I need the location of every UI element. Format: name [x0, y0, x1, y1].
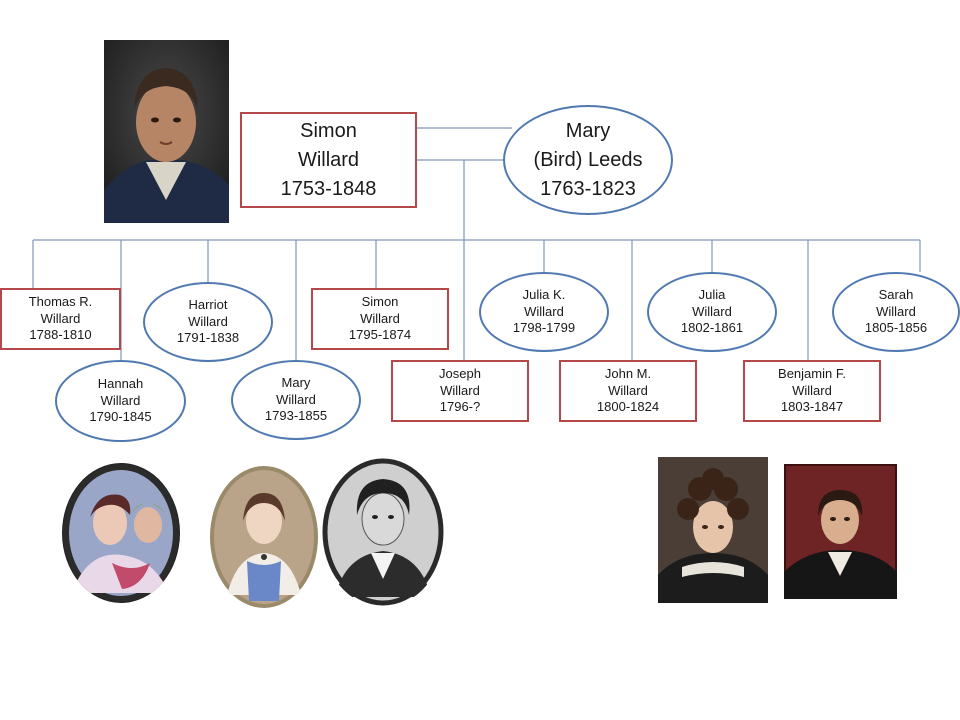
child-last-name: Willard	[692, 303, 732, 319]
child-sarah: Sarah Willard 1805-1856	[832, 272, 960, 352]
child-last-name: Willard	[440, 382, 480, 398]
father-node: Simon Willard 1753-1848	[240, 112, 417, 208]
child-john: John M. Willard 1800-1824	[559, 360, 697, 422]
child-first-name: Mary	[281, 374, 311, 390]
child-joseph: Joseph Willard 1796-?	[391, 360, 529, 422]
child-years: 1798-1799	[512, 320, 576, 336]
child-first-name: Joseph	[439, 365, 481, 381]
father-last-name: Willard	[297, 148, 360, 171]
portrait-oval-two-women	[62, 463, 180, 603]
child-last-name: Willard	[360, 310, 400, 326]
child-thomas: Thomas R. Willard 1788-1810	[0, 288, 121, 350]
mother-node: Mary (Bird) Leeds 1763-1823	[503, 105, 673, 215]
child-hannah: Hannah Willard 1790-1845	[55, 360, 186, 442]
mother-first-name: Mary	[565, 119, 611, 142]
child-last-name: Willard	[276, 391, 316, 407]
portrait-simon-willard	[104, 40, 229, 223]
child-last-name: Willard	[608, 382, 648, 398]
child-first-name: Julia K.	[522, 286, 566, 302]
child-last-name: Willard	[100, 392, 141, 408]
portrait-oval-man-engraving	[321, 457, 445, 607]
child-first-name: John M.	[604, 365, 652, 381]
child-benjamin: Benjamin F. Willard 1803-1847	[743, 360, 881, 422]
child-years: 1790-1845	[89, 409, 152, 425]
child-years: 1802-1861	[680, 320, 744, 336]
child-last-name: Willard	[792, 382, 832, 398]
child-first-name: Thomas R.	[28, 293, 93, 309]
portrait-woman-curls	[658, 457, 768, 603]
child-years: 1791-1838	[176, 330, 240, 346]
portrait-man-red-background	[784, 464, 897, 599]
child-first-name: Sarah	[878, 286, 914, 302]
child-years: 1800-1824	[596, 399, 660, 415]
child-last-name: Willard	[876, 303, 916, 319]
child-last-name: Willard	[188, 313, 228, 329]
portrait-oval-woman-blue	[209, 465, 319, 609]
mother-years: 1763-1823	[540, 177, 636, 200]
child-years: 1803-1847	[780, 399, 844, 415]
child-last-name: Willard	[524, 303, 564, 319]
child-julia: Julia Willard 1802-1861	[647, 272, 777, 352]
child-years: 1788-1810	[29, 327, 92, 343]
father-first-name: Simon	[300, 119, 357, 142]
child-first-name: Simon	[361, 293, 399, 309]
child-last-name: Willard	[40, 310, 81, 326]
child-first-name: Benjamin F.	[778, 365, 846, 381]
child-first-name: Harriot	[188, 296, 228, 312]
child-years: 1795-1874	[348, 327, 412, 343]
child-first-name: Hannah	[97, 375, 144, 391]
child-first-name: Julia	[698, 286, 726, 302]
child-mary: Mary Willard 1793-1855	[231, 360, 361, 440]
child-years: 1805-1856	[864, 320, 928, 336]
child-simon: Simon Willard 1795-1874	[311, 288, 449, 350]
child-julia-k: Julia K. Willard 1798-1799	[479, 272, 609, 352]
father-years: 1753-1848	[280, 177, 377, 200]
child-harriot: Harriot Willard 1791-1838	[143, 282, 273, 362]
child-years: 1793-1855	[264, 408, 328, 424]
child-years: 1796-?	[439, 399, 481, 415]
mother-last-name: (Bird) Leeds	[533, 148, 643, 171]
